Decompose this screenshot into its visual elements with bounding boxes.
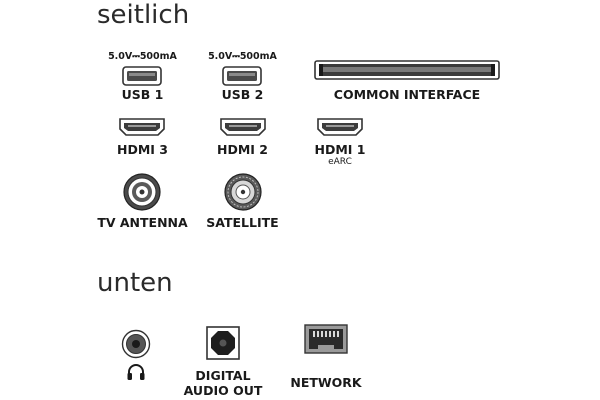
- hdmi-port-icon: [118, 117, 166, 137]
- satellite-label: SATELLITE: [206, 215, 279, 230]
- common-interface-label: COMMON INTERFACE: [333, 87, 481, 102]
- hdmi-port-icon: [219, 117, 267, 137]
- satellite-connector-icon: [223, 172, 263, 212]
- network-label: NETWORK: [290, 375, 362, 390]
- usb2-label: USB 2: [221, 87, 264, 102]
- usb-port-icon: [122, 66, 162, 86]
- hdmi1-label: HDMI 1: [314, 142, 366, 157]
- section-title-bottom: unten: [97, 268, 173, 298]
- hdmi-port-icon: [316, 117, 364, 137]
- digital-audio-out-label-line1: DIGITAL: [195, 368, 251, 383]
- tv-antenna-label: TV ANTENNA: [97, 215, 188, 230]
- usb1-rating: 5.0V⎓500mA: [108, 51, 177, 62]
- usb1-label: USB 1: [121, 87, 164, 102]
- headphone-jack-icon: [121, 329, 151, 359]
- network-port-icon: [304, 324, 348, 354]
- hdmi2-label: HDMI 2: [217, 142, 268, 157]
- section-title-side: seitlich: [97, 0, 190, 30]
- usb-port-icon: [222, 66, 262, 86]
- hdmi3-label: HDMI 3: [117, 142, 168, 157]
- digital-audio-out-label-line2: AUDIO OUT: [183, 383, 263, 398]
- optical-audio-port-icon: [206, 326, 240, 360]
- usb2-rating: 5.0V⎓500mA: [208, 51, 277, 62]
- antenna-connector-icon: [122, 172, 162, 212]
- hdmi1-earc-label: eARC: [328, 157, 352, 167]
- headphones-icon: [126, 363, 146, 381]
- common-interface-slot-icon: [314, 60, 500, 80]
